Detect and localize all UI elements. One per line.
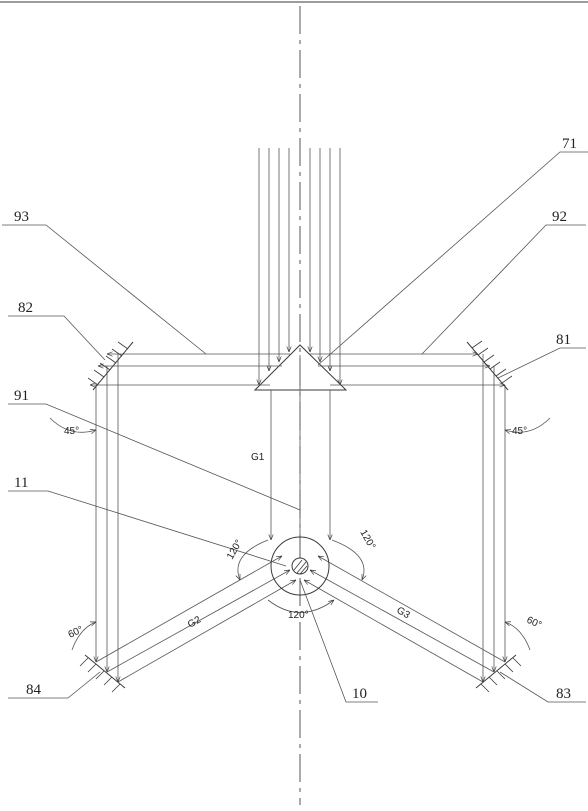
label-93: 93 (14, 209, 29, 225)
angle-45-left: 45° (64, 426, 79, 437)
angle-45-right: 45° (512, 426, 527, 437)
label-82: 82 (18, 300, 33, 316)
beam-label-g2: G2 (186, 614, 203, 630)
mirror-82 (87, 341, 134, 391)
horizontal-beams (90, 354, 505, 385)
label-83: 83 (556, 686, 571, 702)
angle-120-bottom: 120° (288, 610, 309, 621)
beam-label-g1: G1 (251, 452, 265, 463)
label-92: 92 (552, 209, 567, 225)
label-10: 10 (352, 686, 367, 702)
label-91: 91 (14, 388, 29, 404)
leader-lines (2, 151, 588, 703)
central-beam (271, 390, 330, 570)
angle-120-right: 120° (357, 528, 377, 551)
triangular-prism (253, 344, 348, 391)
diagonal-beams (95, 556, 506, 683)
angle-60-right: 60° (525, 615, 543, 631)
label-81: 81 (556, 332, 571, 348)
label-11: 11 (14, 475, 28, 491)
label-84: 84 (26, 682, 42, 698)
mirror-81 (466, 340, 513, 391)
target-circle (270, 536, 330, 596)
angle-60-left: 60° (67, 624, 85, 640)
focus-hatch (293, 559, 308, 575)
angle-arcs (49, 417, 551, 651)
label-71: 71 (562, 136, 577, 152)
mirror-84 (79, 654, 126, 693)
focus-point (291, 557, 309, 575)
mirror-83 (475, 654, 522, 693)
